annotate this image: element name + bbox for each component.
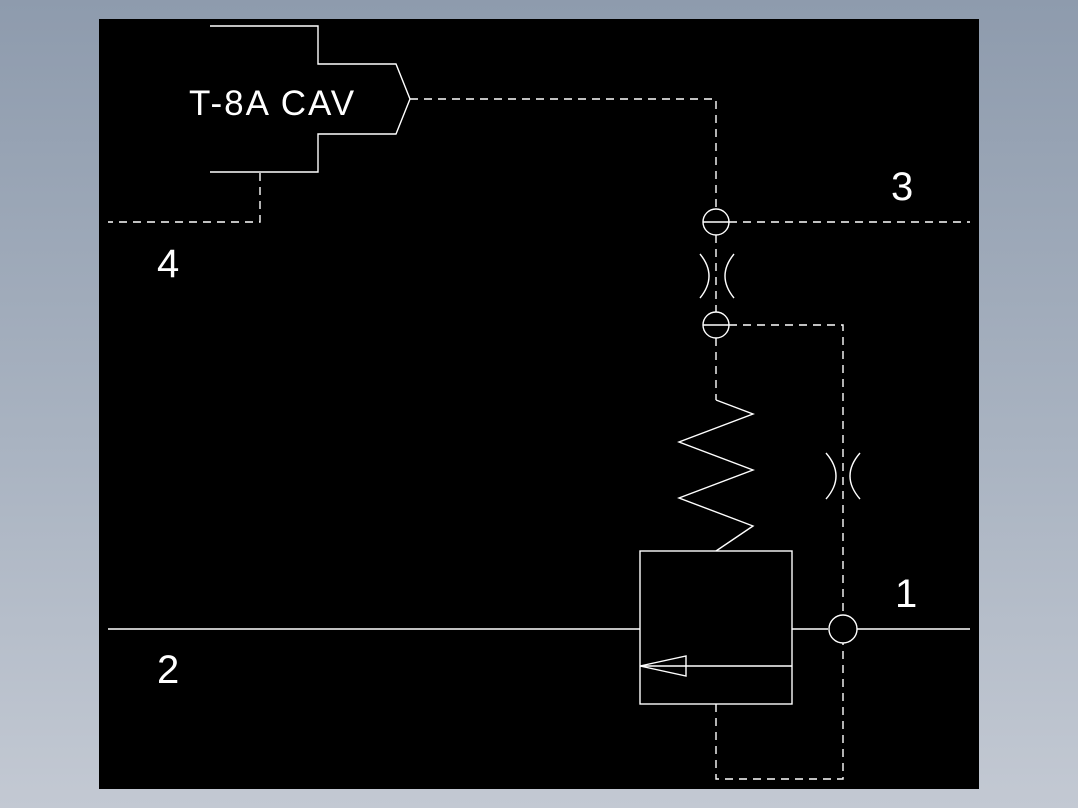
- valve-body: [639, 550, 793, 705]
- lower-orifice-left-arc: [825, 452, 837, 500]
- port-4-label: 4: [157, 242, 179, 286]
- upper-orifice-left-arc: [699, 253, 710, 299]
- port-2-label: 2: [157, 648, 179, 692]
- port-1-connection-circle: [828, 614, 858, 644]
- valve-flow-arrow: [639, 655, 687, 677]
- lower-orifice-right-arc: [849, 452, 861, 500]
- pilot-branch-line: [729, 324, 844, 616]
- cavity-pilot-line: [410, 98, 717, 209]
- cartridge-model-label: T-8A CAV: [189, 84, 356, 123]
- port-1-label: 1: [895, 572, 917, 616]
- drawing-canvas: [99, 19, 979, 789]
- upper-orifice-right-arc: [724, 253, 735, 299]
- drain-pilot-line: [715, 643, 844, 780]
- port-3-label: 3: [891, 165, 913, 209]
- spring-symbol: [677, 399, 755, 552]
- port-4-pilot-line: [108, 173, 261, 223]
